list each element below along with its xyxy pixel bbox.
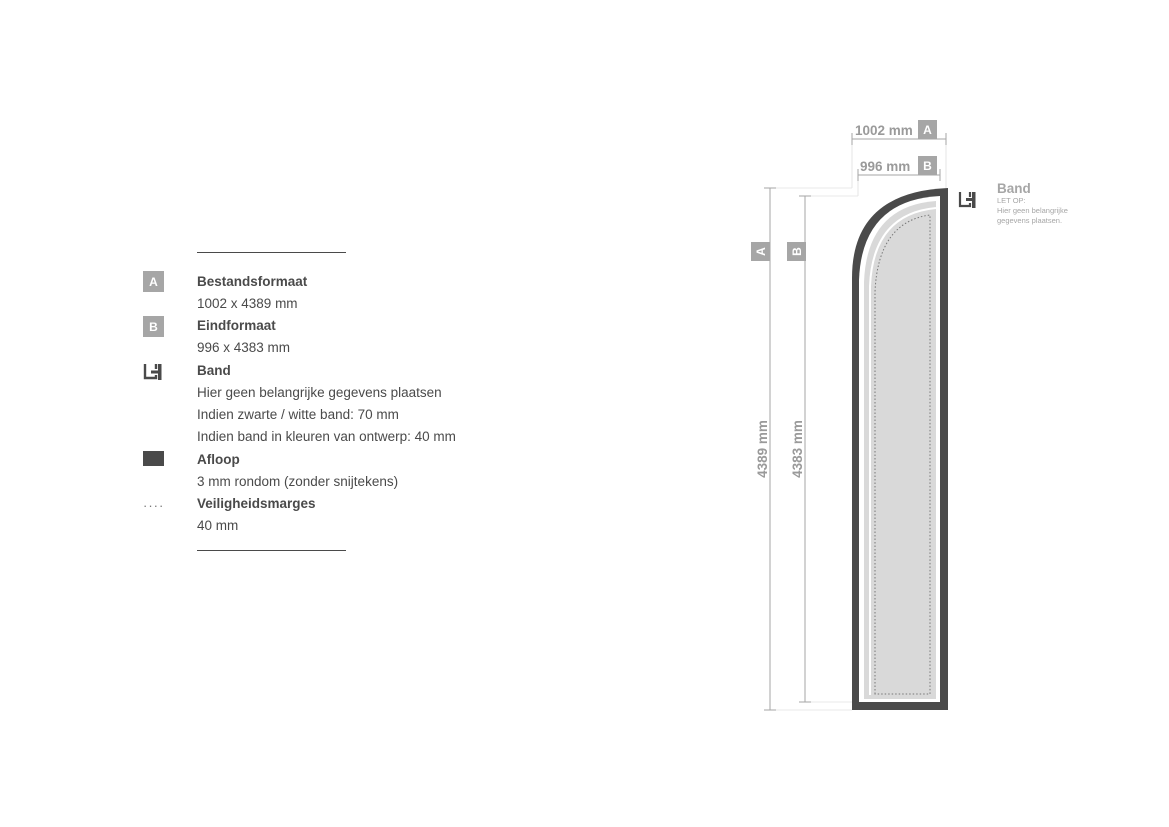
height-a-label: 4389 mm [755,420,770,478]
legend-band-line-2: Indien zwarte / witte band: 70 mm [197,407,399,422]
legend-title-veiligheidsmarges: Veiligheidsmarges [197,496,316,511]
width-dimension-a: 1002 mm A [851,120,947,145]
band-icon [143,364,162,380]
width-b-label: 996 mm [860,159,910,174]
legend-title-afloop: Afloop [197,452,240,467]
dotted-line-icon: ···· [143,498,165,513]
legend-badge-b: B [143,316,164,337]
legend-bottom-rule [197,550,346,551]
band-marker: Band LET OP: Hier geen belangrijke gegev… [958,181,1068,225]
band-note-title: Band [997,181,1031,196]
band-note-line-2: Hier geen belangrijke [997,206,1068,215]
height-b-badge [787,242,806,261]
legend-value-afloop: 3 mm rondom (zonder snijtekens) [197,474,399,489]
width-a-label: 1002 mm [855,123,913,138]
height-a-badge-text: A [754,247,768,256]
legend-band-line-1: Hier geen belangrijke gegevens plaatsen [197,385,442,400]
flag-shape [852,188,948,710]
legend-value-veiligheidsmarges: 40 mm [197,518,239,533]
band-note-line-3: gegevens plaatsen. [997,216,1062,225]
safe-margin-line [874,214,931,695]
legend-badge-a: A [143,271,164,292]
design-highlight [869,207,937,695]
band-marker-icon [958,192,972,208]
band-note-line-1: LET OP: [997,196,1026,205]
height-a-badge [751,242,770,261]
height-dimension-b: B 4383 mm [787,195,811,703]
legend-title-eindformaat: Eindformaat [197,318,276,333]
legend-title-band: Band [197,363,231,378]
legend-value-eindformaat: 996 x 4383 mm [197,340,291,355]
height-dimension-a: A 4389 mm [751,187,776,711]
bleed-swatch [143,451,164,466]
legend-band-line-3: Indien band in kleuren van ontwerp: 40 m… [197,429,456,444]
width-dimension-b: 996 mm B [857,156,941,181]
design-area [864,201,936,699]
width-a-badge [918,120,937,139]
legend-title-bestandsformaat: Bestandsformaat [197,274,308,289]
guide-lines [770,145,947,711]
height-b-badge-text: B [790,247,804,256]
legend-top-rule [197,252,346,253]
legend-value-bestandsformaat: 1002 x 4389 mm [197,296,298,311]
width-a-badge-text: A [923,123,932,137]
width-b-badge-text: B [923,159,932,173]
height-b-label: 4383 mm [790,420,805,478]
width-b-badge [918,156,937,175]
